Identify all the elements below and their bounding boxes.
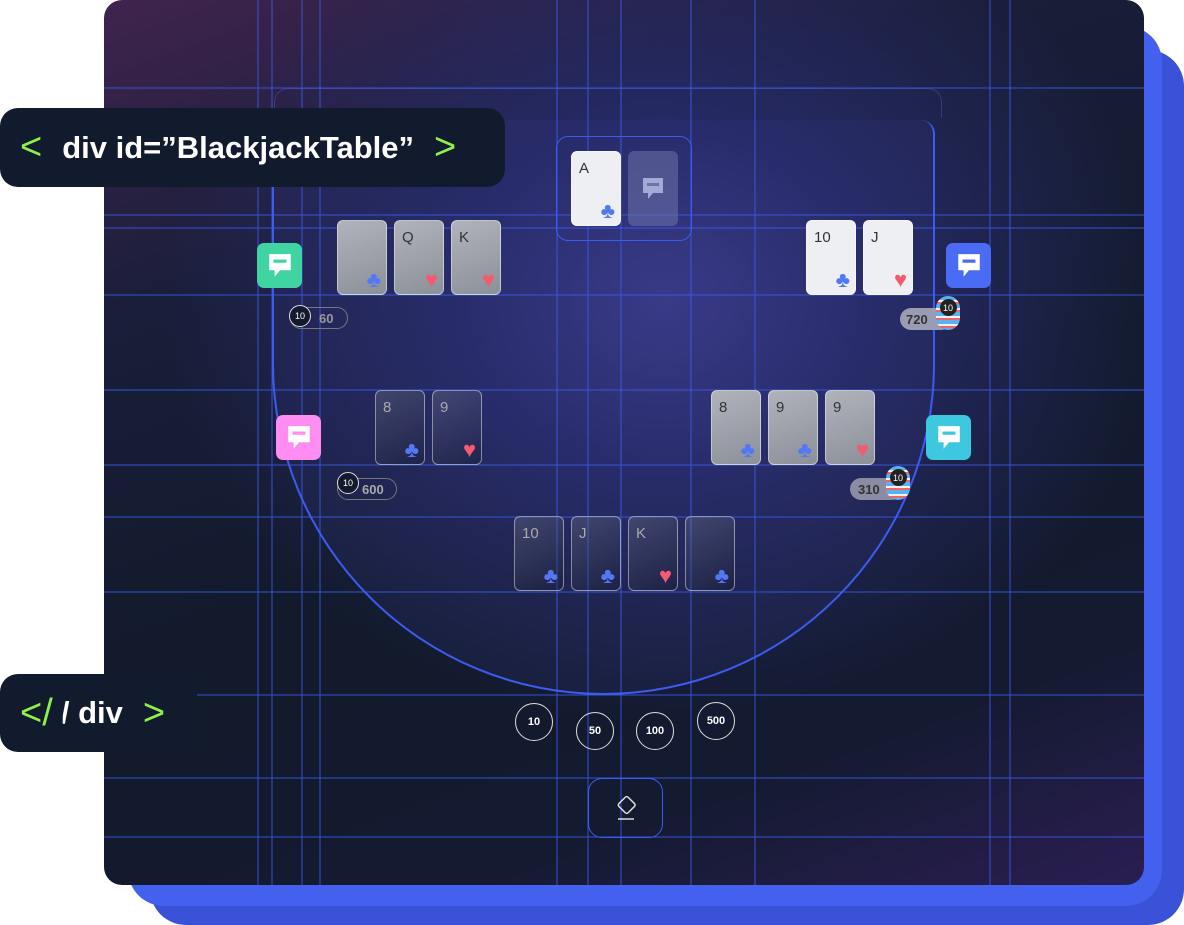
bet-value: 60	[319, 310, 334, 326]
chip-stack-icon: 10	[936, 296, 960, 330]
player-card: ♣	[685, 516, 735, 591]
chat-logo-icon	[937, 425, 960, 449]
code-tag-open: < div id=”BlackjackTable” >	[0, 108, 505, 187]
player-card: 10 ♣	[806, 220, 856, 295]
player-card: K♥	[628, 516, 678, 591]
player-card: 9♣	[768, 390, 818, 465]
chevron-right-icon: >	[142, 691, 166, 734]
club-icon: ♣	[543, 563, 558, 588]
heart-icon: ♥	[893, 267, 907, 292]
heart-icon: ♥	[658, 563, 672, 588]
bet-value: 310	[858, 481, 880, 497]
card-rank: 10	[814, 229, 831, 246]
card-rank: 10	[522, 525, 539, 542]
club-icon: ♣	[366, 267, 381, 292]
tag-text: div id=”BlackjackTable”	[62, 129, 414, 165]
player-card: J♥	[863, 220, 913, 295]
chip-button-500[interactable]: 500	[697, 702, 735, 740]
club-icon: ♣	[740, 437, 755, 462]
chip-value: 10	[939, 299, 957, 316]
chat-logo-icon	[957, 253, 980, 277]
player-card: 8♣	[375, 390, 425, 465]
heart-icon: ♥	[462, 437, 476, 462]
card-rank: 8	[719, 399, 728, 416]
chip-label: 50	[588, 725, 602, 737]
dealer-card: A♣	[571, 151, 621, 226]
chevron-right-icon: >	[433, 126, 457, 168]
player-card: 10 ♣	[514, 516, 564, 591]
club-icon: ♣	[404, 437, 419, 462]
chip-button-10[interactable]: 10	[515, 703, 553, 741]
chip-label: 10	[527, 716, 541, 728]
player-avatar-green[interactable]	[257, 243, 302, 288]
player-card: K♥	[451, 220, 501, 295]
card-rank: J	[579, 525, 587, 542]
club-icon: ♣	[600, 563, 615, 588]
card-rank: 8	[383, 399, 392, 416]
heart-icon: ♥	[855, 437, 869, 462]
card-rank: Q	[402, 229, 414, 246]
chip-value: 10	[889, 469, 907, 486]
bet-amount: 600	[337, 478, 397, 500]
chevron-left-icon: <	[20, 126, 43, 168]
heart-icon: ♥	[424, 267, 438, 292]
player-card: 8♣	[711, 390, 761, 465]
chip-value: 10	[342, 478, 353, 488]
club-icon: ♣	[714, 563, 729, 588]
chat-logo-icon	[643, 177, 663, 199]
club-icon: ♣	[600, 198, 615, 223]
club-icon: ♣	[797, 437, 812, 462]
player-card: J♣	[571, 516, 621, 591]
clear-bet-button[interactable]	[588, 778, 663, 838]
chevron-slash-icon: </	[20, 691, 53, 734]
player-card: 9♥	[432, 390, 482, 465]
chip-button-50[interactable]: 50	[576, 712, 614, 750]
dealer-area	[556, 136, 692, 241]
code-tag-close: </ </ div >	[0, 674, 197, 752]
chat-logo-icon	[268, 253, 291, 277]
card-rank: J	[871, 229, 879, 246]
eraser-icon	[617, 795, 636, 820]
card-rank: K	[636, 525, 647, 542]
player-avatar-blue[interactable]	[946, 243, 991, 288]
heart-icon: ♥	[481, 267, 495, 292]
chip-value: 10	[294, 311, 305, 321]
card-rank: 9	[776, 399, 785, 416]
club-icon: ♣	[835, 267, 850, 292]
tag-text: </ div	[42, 695, 123, 730]
bet-value: 600	[362, 481, 384, 497]
card-rank: K	[459, 229, 470, 246]
card-rank: 9	[833, 399, 842, 416]
card-rank: 9	[440, 399, 449, 416]
player-card: ♣	[337, 220, 387, 295]
card-rank: A	[579, 160, 590, 177]
player-card: 9♥	[825, 390, 875, 465]
chip-stack-icon: 10	[289, 305, 311, 327]
player-card: Q♥	[394, 220, 444, 295]
chip-label: 100	[645, 725, 665, 737]
chip-stack-icon: 10	[886, 466, 910, 500]
bet-value: 720	[906, 311, 928, 327]
chip-stack-icon: 10	[337, 472, 359, 494]
player-avatar-cyan[interactable]	[926, 415, 971, 460]
chip-label: 500	[706, 715, 726, 727]
chat-logo-icon	[287, 425, 310, 449]
player-avatar-pink[interactable]	[276, 415, 321, 460]
dealer-hidden-card	[628, 151, 678, 226]
chip-button-100[interactable]: 100	[636, 712, 674, 750]
